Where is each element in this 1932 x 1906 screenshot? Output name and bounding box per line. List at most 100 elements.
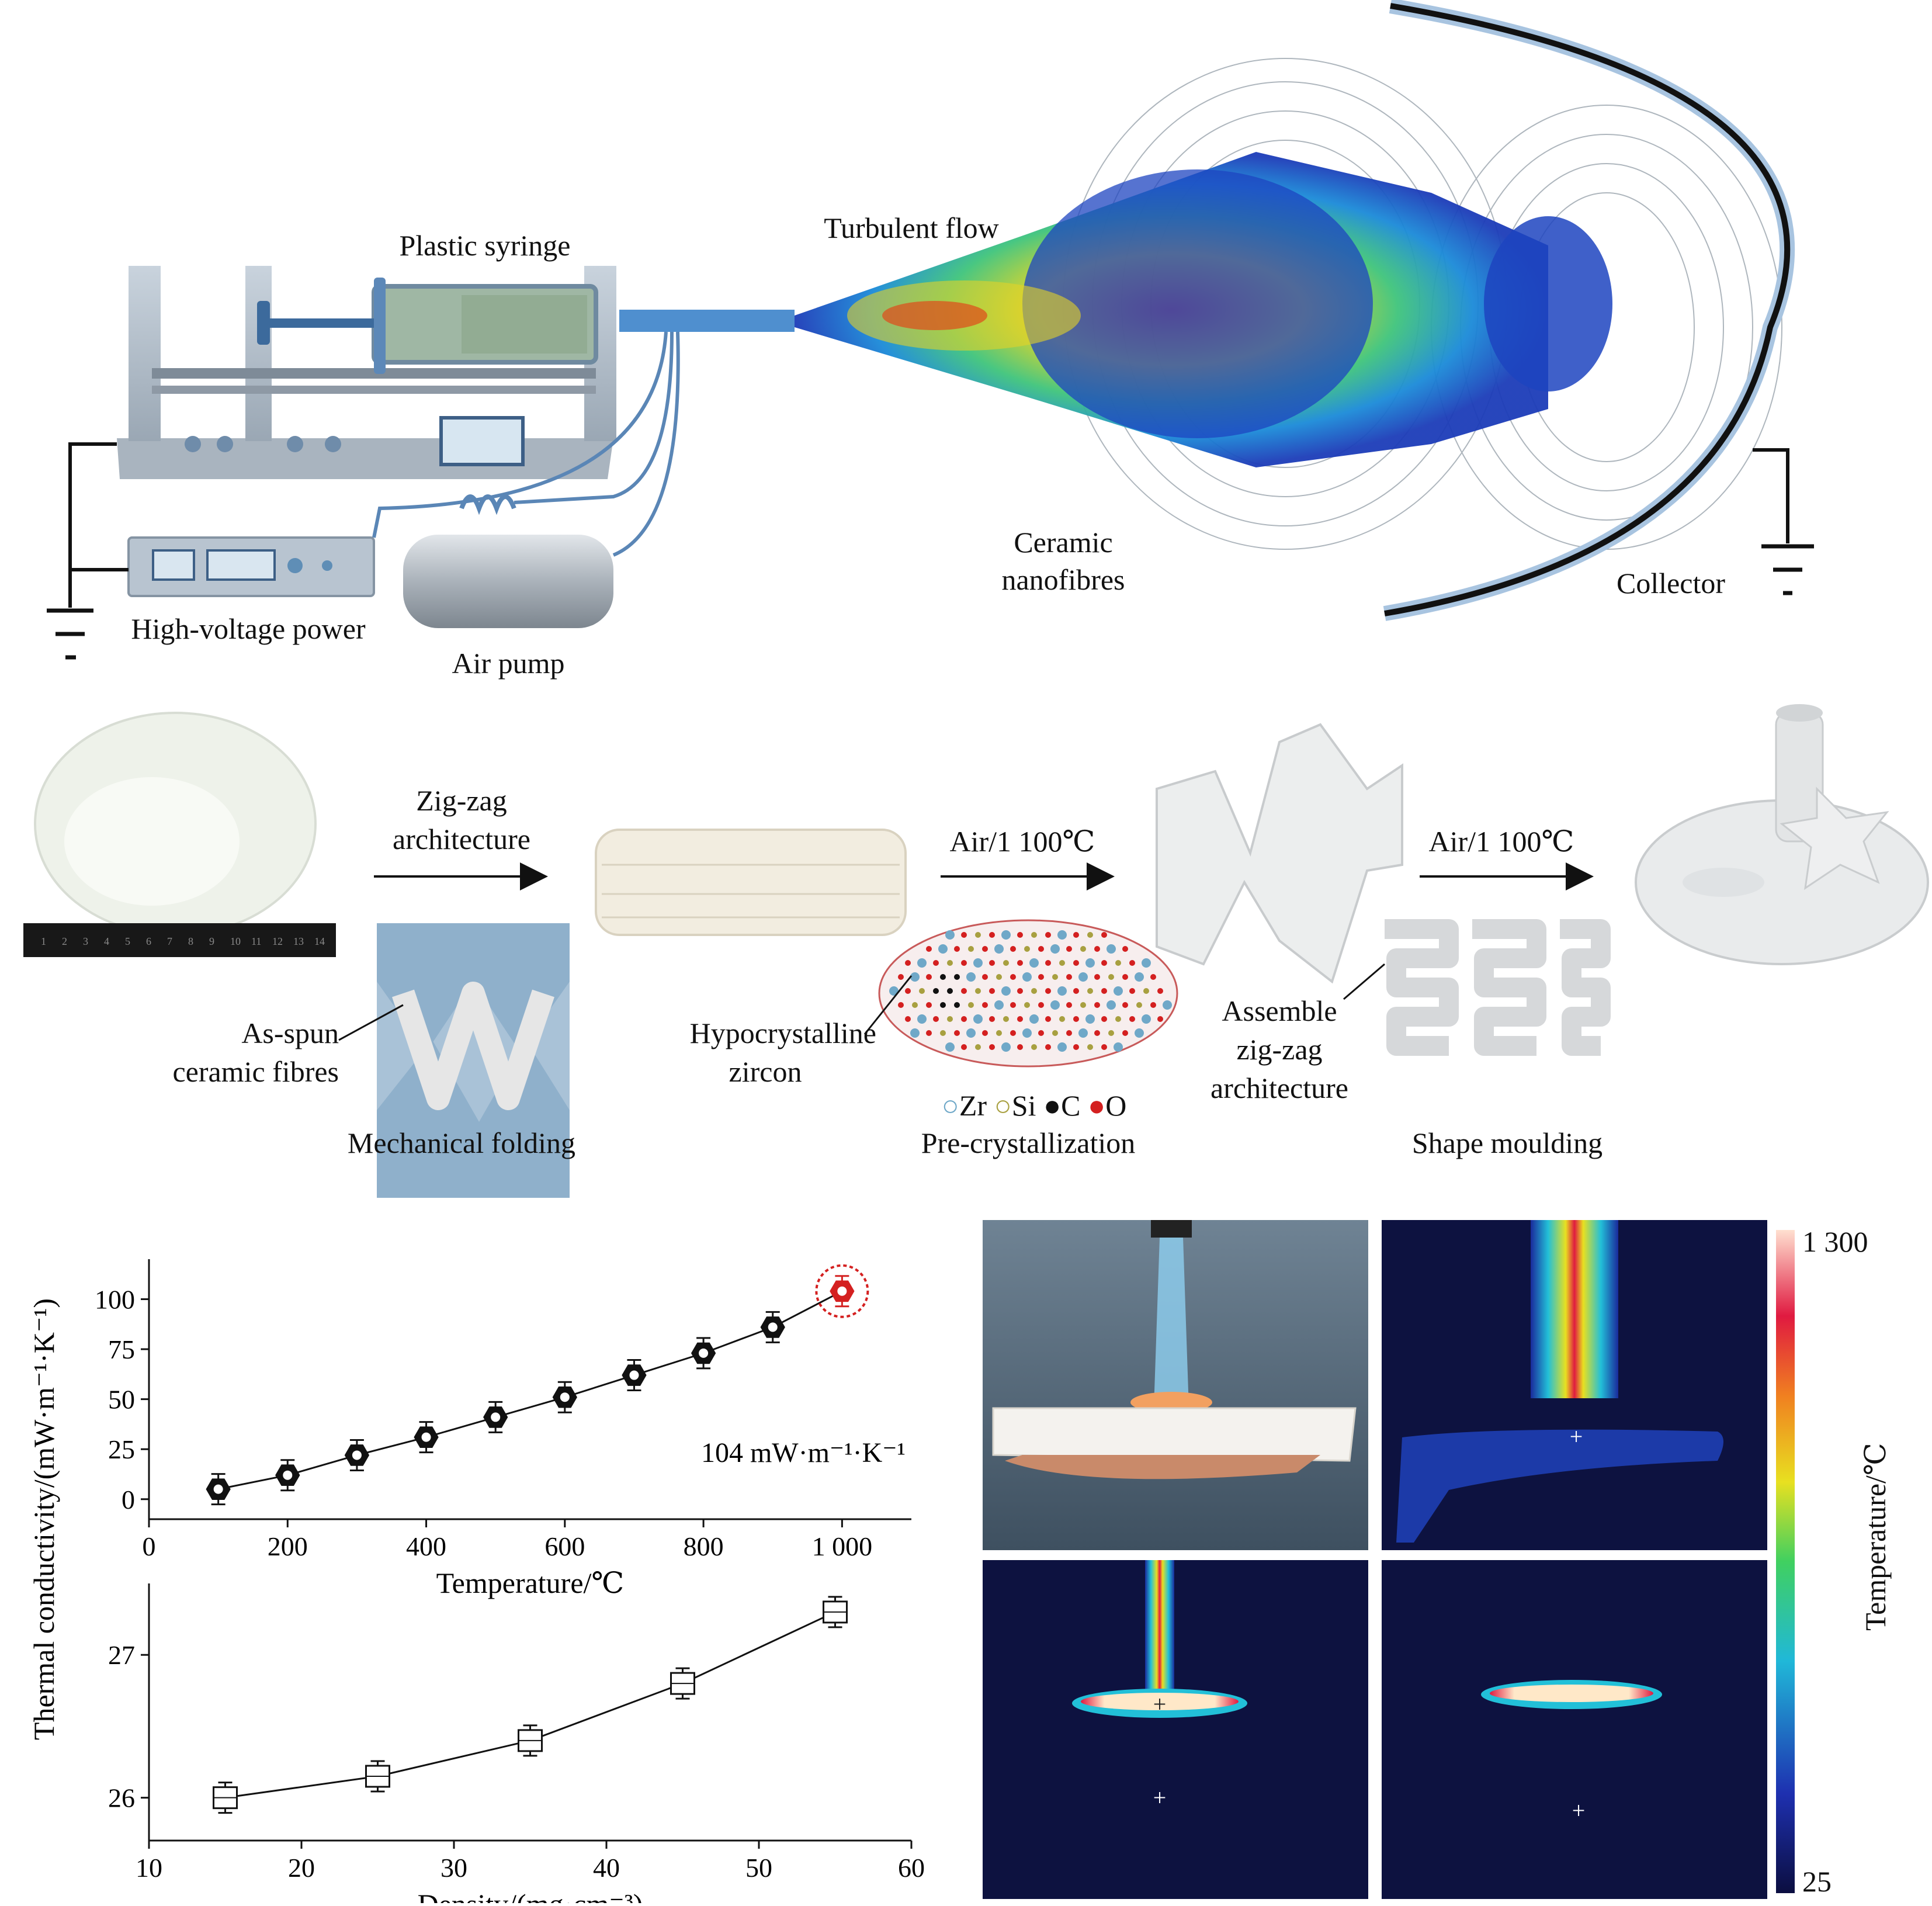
atom xyxy=(1045,932,1051,938)
label-shape-moulding: Shape moulding xyxy=(1411,1127,1603,1159)
atom xyxy=(1050,1000,1060,1010)
high-voltage-power-supply xyxy=(127,536,375,597)
atom xyxy=(1003,960,1009,966)
atom xyxy=(1136,1002,1142,1008)
atom xyxy=(994,944,1004,954)
x-tick-label: 1 000 xyxy=(812,1531,873,1561)
atom xyxy=(1029,1014,1039,1024)
ir-image-heated-disk: + + xyxy=(983,1560,1368,1899)
atom xyxy=(1094,974,1100,980)
label-collector: Collector xyxy=(1616,567,1726,599)
atom xyxy=(1038,1002,1044,1008)
atom xyxy=(917,958,927,968)
atom xyxy=(975,1044,981,1050)
ruler-tick-label: 11 xyxy=(251,935,261,947)
atom xyxy=(1080,1002,1086,1008)
atom xyxy=(1150,1002,1156,1008)
label-hypocrystalline-1: Hypocrystalline xyxy=(689,1017,876,1049)
atom xyxy=(898,974,904,980)
atom xyxy=(1057,1042,1067,1052)
data-point-center xyxy=(213,1484,223,1494)
top-panel xyxy=(0,0,1932,689)
ruler-tick-label: 7 xyxy=(167,935,172,947)
atom xyxy=(947,988,953,994)
zr-legend-icon: ○ xyxy=(941,1089,959,1122)
atom xyxy=(1052,1030,1058,1036)
atom xyxy=(1094,946,1100,952)
atom xyxy=(1094,1030,1100,1036)
atom xyxy=(910,1028,920,1038)
ruler-tick-label: 2 xyxy=(62,935,67,947)
atom xyxy=(933,988,939,994)
atom-legend: ○Zr ○Si ●C ●O xyxy=(911,1088,1157,1123)
y-tick-label: 0 xyxy=(122,1485,135,1515)
label-assemble-3: architecture xyxy=(1210,1072,1348,1104)
atom xyxy=(1010,1002,1016,1008)
atom xyxy=(1101,988,1107,994)
atom xyxy=(1017,1016,1023,1022)
atom xyxy=(961,932,967,938)
atom xyxy=(1122,1002,1128,1008)
atom xyxy=(989,988,995,994)
x-tick-label: 0 xyxy=(143,1531,156,1561)
x-tick-label: 800 xyxy=(684,1531,724,1561)
x-tick-label: 600 xyxy=(544,1531,585,1561)
ir-image-disk-after: + xyxy=(1382,1560,1767,1899)
label-assemble-1: Assemble xyxy=(1222,994,1337,1027)
atom xyxy=(938,944,948,954)
atom xyxy=(889,986,899,996)
ruler-tick-label: 8 xyxy=(188,935,193,947)
atom xyxy=(933,1016,939,1022)
atom xyxy=(1066,1030,1072,1036)
ruler-tick-label: 1 xyxy=(41,935,46,947)
atom xyxy=(905,1016,911,1022)
atom xyxy=(1135,972,1144,982)
atom xyxy=(1101,932,1107,938)
atom xyxy=(1073,960,1079,966)
atom xyxy=(961,1044,967,1050)
atom xyxy=(968,1002,974,1008)
atom xyxy=(1157,988,1163,994)
atom xyxy=(966,972,976,982)
scale-max-label: 1 300 xyxy=(1802,1225,1868,1258)
atom xyxy=(1057,986,1067,996)
atom xyxy=(1066,946,1072,952)
atom xyxy=(1010,946,1016,952)
atom xyxy=(1080,946,1086,952)
data-point-center xyxy=(768,1322,778,1332)
atom xyxy=(926,974,932,980)
atom xyxy=(1085,1014,1095,1024)
data-point-center xyxy=(560,1392,570,1402)
chart-density: 1020304050602627Density/(mg·cm⁻³) xyxy=(108,1583,925,1906)
atom xyxy=(1129,960,1135,966)
highlight-ring xyxy=(815,1264,869,1318)
atom xyxy=(996,974,1002,980)
ruler-tick-label: 9 xyxy=(209,935,214,947)
atom xyxy=(1085,958,1095,968)
x-tick-label: 40 xyxy=(593,1853,620,1883)
atom xyxy=(973,958,983,968)
label-air-temp-2: Air/1 100℃ xyxy=(1428,825,1574,858)
atom xyxy=(1029,958,1039,968)
x-tick-label: 400 xyxy=(406,1531,446,1561)
atom xyxy=(1022,972,1032,982)
atom xyxy=(910,972,920,982)
y-tick-label: 75 xyxy=(108,1335,135,1364)
atom xyxy=(905,988,911,994)
atom xyxy=(1017,960,1023,966)
atom xyxy=(1142,958,1151,968)
label-ceramic-nanofibres-1: Ceramic xyxy=(1014,526,1113,559)
atom xyxy=(989,960,995,966)
atom xyxy=(1115,1016,1121,1022)
atom xyxy=(975,988,981,994)
atom xyxy=(933,960,939,966)
atom xyxy=(1003,1016,1009,1022)
atom xyxy=(1122,974,1128,980)
atom xyxy=(1024,946,1030,952)
label-as-spun-1: As-spun xyxy=(241,1017,339,1049)
thermal-images: + + + + xyxy=(983,1220,1795,1899)
atom xyxy=(1010,1030,1016,1036)
atom xyxy=(961,960,967,966)
